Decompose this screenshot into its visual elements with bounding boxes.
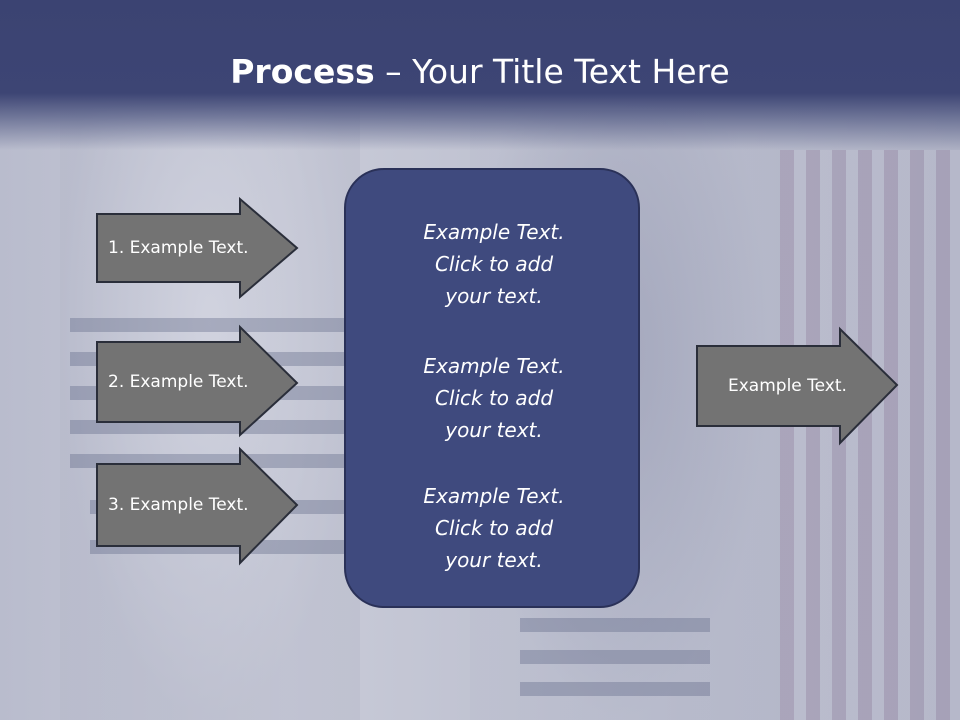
- background-stripe: [70, 420, 350, 434]
- arrow-label: 1. Example Text.: [108, 238, 249, 258]
- arrow-shape: [96, 196, 299, 300]
- slide-title[interactable]: Process – Your Title Text Here: [0, 52, 960, 91]
- arrow-result[interactable]: Example Text.: [696, 326, 899, 446]
- title-bold: Process: [230, 52, 375, 91]
- center-line: your text.: [445, 548, 543, 572]
- center-text-box[interactable]: Example Text. Click to add your text. Ex…: [344, 168, 640, 608]
- background-stripe: [520, 682, 710, 696]
- background-stripe: [520, 650, 710, 664]
- background-stripe: [70, 318, 350, 332]
- title-bar: [0, 0, 960, 150]
- center-block-2: Example Text. Click to add your text.: [346, 350, 642, 446]
- center-line: Example Text.: [423, 484, 565, 508]
- center-line: your text.: [445, 284, 543, 308]
- background-clothes-rack: [780, 150, 960, 720]
- background-stripe: [520, 618, 710, 632]
- arrow-label: Example Text.: [728, 376, 847, 396]
- title-rest: – Your Title Text Here: [374, 52, 730, 91]
- arrow-step-1[interactable]: 1. Example Text.: [96, 196, 299, 300]
- center-line: Click to add: [434, 516, 554, 540]
- center-line: Example Text.: [423, 220, 565, 244]
- arrow-shape: [696, 326, 899, 446]
- center-line: your text.: [445, 418, 543, 442]
- center-line: Example Text.: [423, 354, 565, 378]
- center-line: Click to add: [434, 252, 554, 276]
- arrow-label: 3. Example Text.: [108, 495, 249, 515]
- center-block-3: Example Text. Click to add your text.: [346, 480, 642, 576]
- center-line: Click to add: [434, 386, 554, 410]
- arrow-shape: [96, 446, 299, 566]
- arrow-step-3[interactable]: 3. Example Text.: [96, 446, 299, 566]
- arrow-step-2[interactable]: 2. Example Text.: [96, 324, 299, 438]
- center-block-1: Example Text. Click to add your text.: [346, 216, 642, 312]
- arrow-shape: [96, 324, 299, 438]
- arrow-label: 2. Example Text.: [108, 372, 249, 392]
